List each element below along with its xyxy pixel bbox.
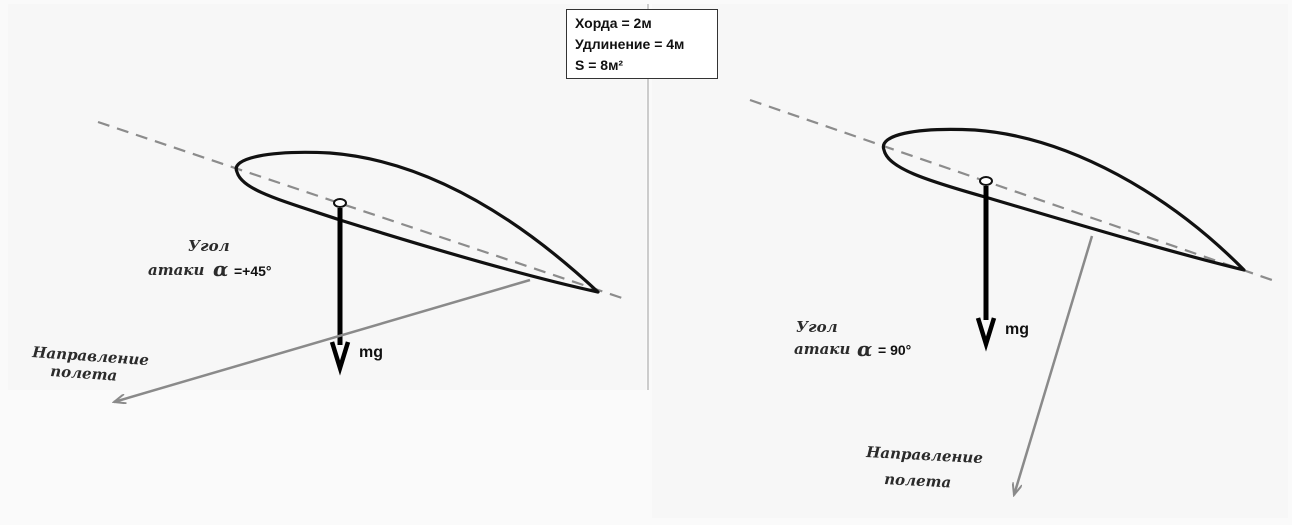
right-direction-label-line2: полета: [884, 470, 952, 491]
left-direction-arrow: [114, 278, 531, 402]
left-weight-label: mg: [359, 344, 383, 361]
right-chord-line: [749, 98, 1273, 282]
info-box: Хорда = 2м Удлинение = 4м S = 8м²: [566, 9, 718, 79]
right-pivot-point: [979, 176, 993, 186]
left-airfoil: [234, 150, 600, 294]
right-direction-arrow: [1014, 235, 1094, 495]
info-aspect-ratio: Удлинение = 4м: [575, 36, 685, 52]
left-chord-line: [97, 120, 623, 300]
left-panel-background: [8, 4, 646, 390]
right-airfoil: [881, 127, 1246, 272]
right-angle-label-line1: Угол: [796, 318, 838, 336]
left-angle-label-line1: Угол: [188, 237, 230, 255]
left-panel: mg Угол атаки α =+45° Направление полета: [31, 120, 623, 402]
info-area: S = 8м²: [575, 57, 624, 73]
left-weight-arrow-head: [329, 341, 351, 376]
right-panel-background: [652, 4, 1288, 518]
left-direction-label-line2: полета: [50, 362, 118, 385]
right-weight-arrow-head: [975, 317, 997, 352]
left-pivot-point: [333, 198, 347, 208]
info-chord: Хорда = 2м: [575, 15, 652, 31]
left-angle-label-line2: атаки: [148, 261, 204, 279]
left-angle-value: =+45°: [234, 263, 272, 279]
right-angle-label-line2: атаки: [794, 340, 850, 358]
right-angle-value: = 90°: [878, 342, 911, 358]
left-alpha-symbol: α: [213, 257, 228, 281]
right-alpha-symbol: α: [857, 337, 872, 361]
right-weight-label: mg: [1005, 321, 1029, 338]
